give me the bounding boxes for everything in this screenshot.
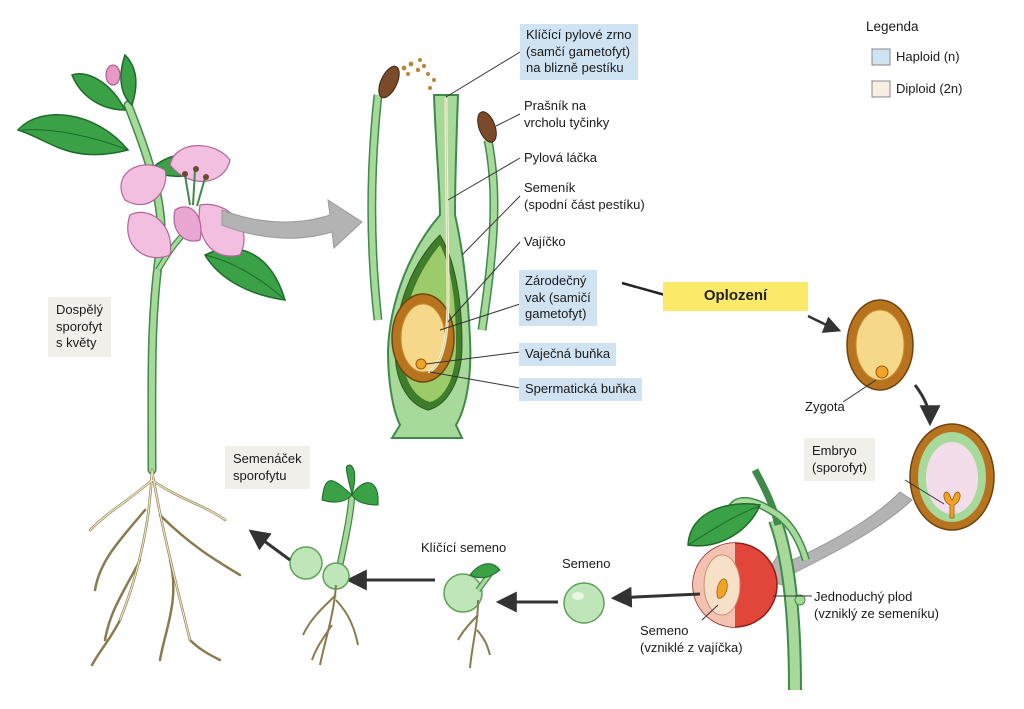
legend-swatch-haploid — [871, 48, 891, 66]
leaf-right — [203, 247, 287, 301]
flower — [120, 145, 245, 259]
leader-lines — [425, 51, 521, 389]
germinating-seed — [443, 563, 501, 669]
zoom-arrow-flower — [221, 198, 363, 250]
label-embryo: Embryo (sporofyt) — [804, 438, 875, 481]
anther-right — [477, 111, 497, 143]
legend-swatch-diploid — [871, 80, 891, 98]
anther-left — [378, 65, 400, 99]
leaf-top-right — [120, 53, 137, 107]
leaf-left — [16, 113, 130, 156]
arrow-to-embryo — [913, 384, 941, 427]
legend-diploid-label: Diploid (2n) — [896, 81, 963, 96]
adult-sporophyte-plant — [16, 53, 287, 667]
label-adult-sporophyte: Dospělý sporofyt s květy — [48, 297, 111, 357]
label-seedling: Semenáček sporofytu — [225, 446, 310, 489]
legend-haploid-label: Haploid (n) — [896, 49, 960, 64]
legend-title: Legenda — [866, 19, 919, 34]
arrow-fruit-to-seed — [610, 586, 701, 608]
label-embryo-sac: Zárodečný vak (samičí gametofyt) — [519, 270, 597, 326]
label-anther: Prašník na vrcholu tyčinky — [524, 98, 610, 130]
label-pollen-tube: Pylová láčka — [524, 150, 597, 165]
embryo-shape — [943, 491, 961, 519]
adult-roots — [88, 468, 242, 667]
label-fertilization: Oplození — [663, 282, 808, 311]
label-seed-in-fruit: Semeno (vzniklé z vajíčka) — [640, 623, 743, 655]
label-ovule: Vajíčko — [524, 234, 566, 249]
simple-fruit-on-stem — [687, 468, 810, 691]
label-germinating-seed: Klíčící semeno — [421, 540, 507, 555]
zygote-cell — [875, 365, 889, 379]
embryo-seed — [909, 423, 995, 531]
arrow-to-zygote — [807, 314, 842, 333]
label-egg-cell: Vaječná buňka — [519, 343, 617, 366]
flower-bud — [105, 64, 121, 86]
egg-cell — [415, 358, 427, 370]
zygote-ovule — [846, 299, 914, 391]
label-zygote: Zygota — [805, 399, 845, 414]
fruit-leaf — [687, 503, 762, 547]
pistil-detail — [367, 58, 499, 439]
seedling — [289, 464, 379, 666]
label-sperm-cell: Spermatická buňka — [519, 378, 643, 401]
arrow-seedling-to-adult — [248, 529, 291, 562]
label-pollen-grain: Klíčící pylové zrno (samčí gametofyt) na… — [520, 24, 638, 80]
seed — [563, 582, 605, 624]
leaf-top-left — [71, 73, 127, 111]
label-seed: Semeno — [562, 556, 611, 571]
label-ovary: Semeník (spodní část pestíku) — [524, 180, 645, 212]
label-simple-fruit: Jednoduchý plod (vzniklý ze semeníku) — [814, 589, 939, 621]
